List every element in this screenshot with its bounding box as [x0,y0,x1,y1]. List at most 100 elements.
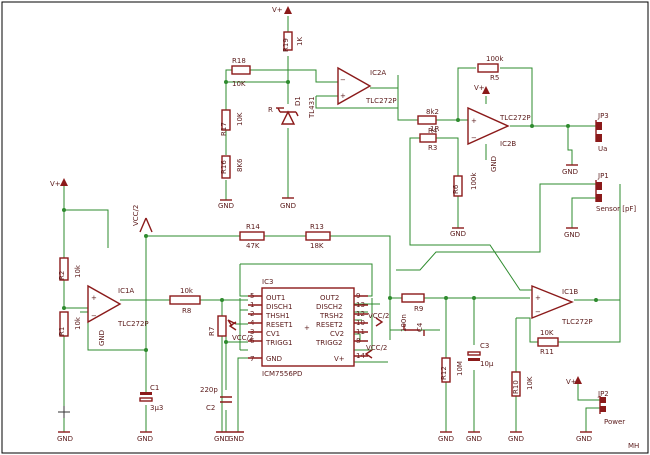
resistor-r12: R12 10M [440,357,464,383]
capacitor-c4: 100n C4 [400,314,425,336]
vcc2-label-ic3-left: VCC/2 [232,334,253,342]
svg-text:R13: R13 [310,223,324,231]
svg-text:GND: GND [57,435,73,443]
vplus-label-power: V+ [566,378,577,386]
svg-text:JP2: JP2 [597,390,609,398]
resistor-r16: R16 8K6 [220,155,244,179]
svg-text:8k2: 8k2 [426,108,439,116]
svg-text:R5: R5 [490,74,499,82]
svg-text:47K: 47K [246,242,260,250]
svg-text:TRIGG2: TRIGG2 [315,339,343,347]
svg-text:18K: 18K [310,242,324,250]
gnd-power: GND [576,431,592,443]
svg-text:10K: 10K [232,80,246,88]
gnd-r12: GND [438,431,454,443]
svg-text:100k: 100k [470,172,478,190]
gnd-c3: GND [466,431,482,443]
svg-text:GND: GND [450,230,466,238]
supply-symbols: V+ V+ V+ V+ VCC/2 [50,6,582,386]
opamp-ic1b: + − IC1B TLC272P [531,284,593,326]
svg-text:IC3: IC3 [262,278,273,286]
svg-text:DISCH1: DISCH1 [266,303,293,311]
gnd-ic1a: GND [98,330,106,346]
svg-text:GND: GND [218,202,234,210]
svg-text:DISCH2: DISCH2 [316,303,343,311]
svg-text:RESET1: RESET1 [266,321,293,329]
svg-text:10K: 10K [526,376,534,390]
svg-text:OUT2: OUT2 [320,294,339,302]
svg-text:THSH1: THSH1 [265,312,290,320]
svg-text:R14: R14 [246,223,260,231]
svg-text:Power: Power [604,418,625,426]
svg-text:IC1A: IC1A [118,287,134,295]
svg-text:R: R [268,106,273,114]
svg-text:CV2: CV2 [330,330,344,338]
resistor-r11: 10K R11 [537,329,559,356]
gnd-ic2b: GND [490,156,498,172]
resistor-r2: R2 10k [58,257,82,281]
resistor-r14: R14 47K [239,223,265,250]
resistor-r4: 8k2 R4 [417,108,439,135]
svg-text:220p: 220p [200,386,218,394]
svg-text:GND: GND [508,435,524,443]
opamp-ic2a: − + IC2A TLC272P [337,66,397,106]
svg-text:Sensor [pF]: Sensor [pF] [596,205,636,213]
svg-text:TLC272P: TLC272P [499,114,531,122]
svg-text:1K: 1K [296,37,304,46]
svg-text:GND: GND [438,435,454,443]
resistor-r3: R3 1R [419,125,439,152]
ic3-icm7556: IC3 ICM7556PD OUT1 DISCH1 THSH1 RESET1 C… [228,278,389,378]
svg-text:OUT1: OUT1 [266,294,285,302]
svg-text:RESET2: RESET2 [316,321,343,329]
svg-text:GND: GND [280,202,296,210]
wires [63,16,621,432]
svg-text:10k: 10k [74,316,82,330]
svg-text:GND: GND [214,435,230,443]
resistor-r1: R1 10k [58,311,82,337]
svg-text:GND: GND [228,435,244,443]
svg-text:GND: GND [266,355,282,363]
svg-text:C4: C4 [416,322,424,332]
vcc2-label-ic3-bottom: VCC/2 [366,344,387,352]
diode-d1-tl431: R D1 TL431 [268,96,316,125]
svg-text:IC2A: IC2A [370,69,386,77]
capacitor-c3: C3 10µ [467,342,494,368]
svg-text:R6: R6 [452,184,460,194]
resistor-r19: R19 1K [282,31,304,52]
capacitor-c2: 220p C2 [200,386,232,412]
gnd-c1: GND [137,431,153,443]
junctions [62,80,598,352]
svg-text:C2: C2 [206,404,215,412]
svg-text:IC2B: IC2B [500,140,516,148]
svg-text:GND: GND [562,168,578,176]
capacitor-c1: C1 3µ3 [139,384,163,412]
svg-text:8K6: 8K6 [236,158,244,172]
resistor-r9: R9 [401,293,425,313]
svg-text:10K: 10K [236,112,244,126]
svg-text:TLC272P: TLC272P [561,318,593,326]
author-mark: MH [628,442,639,450]
vcc2-label-left: VCC/2 [132,205,140,226]
svg-text:D1: D1 [294,96,302,106]
svg-text:10M: 10M [456,361,464,376]
connector-jp1: JP1 Sensor [pF] [595,172,636,213]
resistor-r18: R18 10K [231,57,251,88]
gnd-d1: GND [280,197,296,210]
svg-text:R16: R16 [220,160,228,174]
svg-text:1R: 1R [430,125,439,133]
resistor-r10: R10 10K [511,371,534,397]
svg-text:+: + [304,324,310,332]
svg-text:GND: GND [98,330,106,346]
svg-text:R8: R8 [182,307,191,315]
connector-jp2: JP2 Power [597,390,625,426]
svg-text:R1: R1 [58,327,66,336]
svg-text:GND: GND [490,156,498,172]
svg-text:+: + [340,92,346,100]
svg-text:3µ3: 3µ3 [150,404,163,412]
gnd-symbols: GND GND GND GND GND GND GND GND GND GNDG… [57,156,592,443]
opamp-ic1a: + − IC1A TLC272P [87,284,149,328]
resistor-r13: R13 18K [305,223,331,250]
opamp-ic2b: + − TLC272P IC2B [467,106,531,148]
svg-text:10k: 10k [74,264,82,278]
